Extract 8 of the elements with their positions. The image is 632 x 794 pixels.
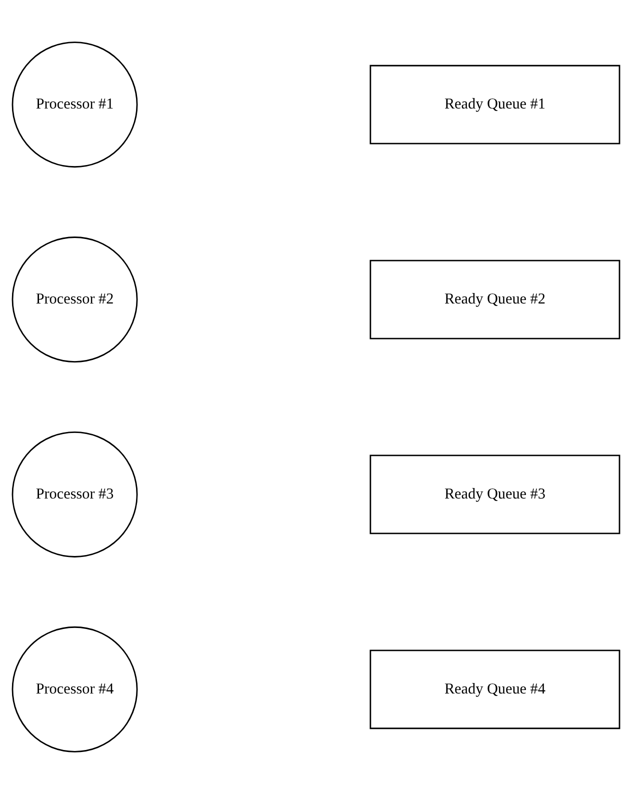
node-circle: Processor #4	[12, 626, 138, 752]
node-box: Ready Queue #3	[370, 454, 620, 534]
node-circle: Processor #1	[12, 42, 138, 168]
node-box: Ready Queue #2	[370, 260, 620, 340]
node-box: Ready Queue #1	[370, 64, 620, 144]
node-circle: Processor #2	[12, 236, 138, 362]
node-circle: Processor #3	[12, 432, 138, 558]
node-box: Ready Queue #4	[370, 650, 620, 730]
